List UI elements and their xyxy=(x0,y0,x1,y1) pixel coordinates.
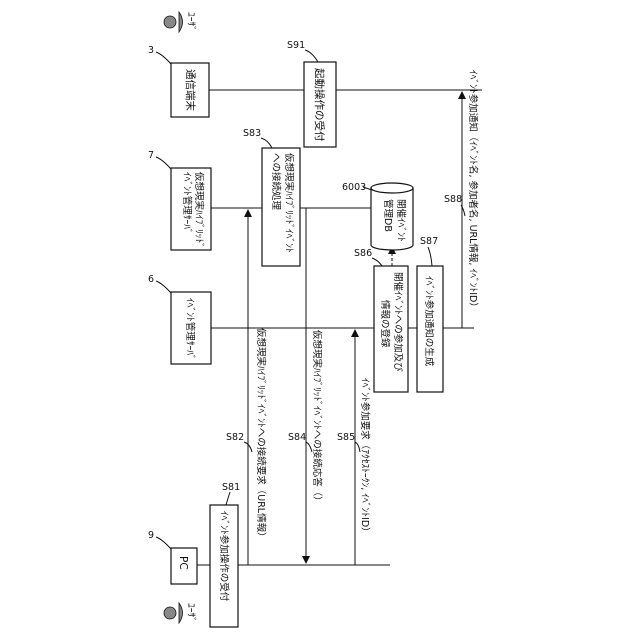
s91-step-id: S91 xyxy=(287,40,305,51)
event-server-label: ｲﾍﾞﾝﾄ管理ｻｰﾊﾞ xyxy=(184,298,196,360)
user-body-icon xyxy=(179,603,183,623)
s91-text: 起動操作の受付 xyxy=(313,68,326,142)
s82-text: 仮想現実ﾊｲﾌﾞﾘｯﾄﾞｲﾍﾞﾝﾄへの接続要求（URL情報） xyxy=(255,328,267,542)
s81-step-id: S81 xyxy=(222,482,240,493)
s83-leader xyxy=(261,138,272,148)
user-left-actor: ﾕｰｻﾞ xyxy=(164,603,196,623)
s85-step-id: S85 xyxy=(337,432,355,443)
s83-step-id: S83 xyxy=(243,128,261,139)
s87-step-id: S87 xyxy=(420,236,438,247)
vr-server-ref-leader xyxy=(156,157,171,169)
user-right-label: ﾕｰｻﾞ xyxy=(185,12,196,31)
pc-ref-leader xyxy=(156,537,171,549)
terminal-ref-leader xyxy=(156,52,171,64)
s81-text: ｲﾍﾞﾝﾄ参加操作の受付 xyxy=(218,511,230,602)
db-label-1: 開催ｲﾍﾞﾝﾄ xyxy=(395,199,407,242)
user-body-icon xyxy=(179,12,183,32)
s87-leader xyxy=(428,247,432,266)
s86-step-id: S86 xyxy=(354,248,372,259)
user-right-actor: ﾕｰｻﾞ xyxy=(164,12,196,32)
s85-text: ｲﾍﾞﾝﾄ参加要求（ｱｸｾｽﾄｰｸﾝ, ｲﾍﾞﾝﾄID） xyxy=(359,378,371,537)
s81-leader xyxy=(226,492,230,505)
s86-text-1: 開催ｲﾍﾞﾝﾄへの参加及び xyxy=(392,272,404,372)
pc-ref: 9 xyxy=(148,530,154,541)
event-server-ref: 6 xyxy=(148,274,154,285)
pc-label: PC xyxy=(177,556,189,570)
s86-text-2: 情報の登録 xyxy=(379,300,391,348)
s91-leader xyxy=(305,50,318,62)
terminal-ref: 3 xyxy=(148,45,154,56)
s84-text: 仮想現実ﾊｲﾌﾞﾘｯﾄﾞｲﾍﾞﾝﾄへの接続応答（） xyxy=(311,330,323,506)
s83-text-2: への接続処理 xyxy=(270,153,282,211)
s82-step-id: S82 xyxy=(226,432,244,443)
event-server-ref-leader xyxy=(156,281,171,293)
s86-leader xyxy=(372,258,382,266)
vr-server-label-2: ｲﾍﾞﾝﾄ管理ｻｰﾊﾞ xyxy=(181,172,193,234)
terminal-label: 通信端末 xyxy=(184,69,197,111)
db-ref: 6003 xyxy=(342,182,366,193)
s83-text-1: 仮想現実ﾊｲﾌﾞﾘｯﾄﾞｲﾍﾞﾝﾄ xyxy=(283,153,295,253)
user-head-icon xyxy=(164,16,176,28)
s88-text: ｲﾍﾞﾝﾄ参加通知（ｲﾍﾞﾝﾄ名, 参加者名, URL情報, ｲﾍﾞﾝﾄID） xyxy=(467,70,479,312)
s84-step-id: S84 xyxy=(288,432,306,443)
user-left-label: ﾕｰｻﾞ xyxy=(185,603,196,622)
vr-server-ref: 7 xyxy=(148,150,154,161)
s88-step-id: S88 xyxy=(444,194,462,205)
vr-server-label-1: 仮想現実ﾊｲﾌﾞﾘｯﾄﾞ xyxy=(193,172,205,248)
s87-text: ｲﾍﾞﾝﾄ参加通知の生成 xyxy=(423,276,435,367)
user-head-icon xyxy=(164,607,176,619)
db-label-2: 管理DB xyxy=(382,199,394,232)
